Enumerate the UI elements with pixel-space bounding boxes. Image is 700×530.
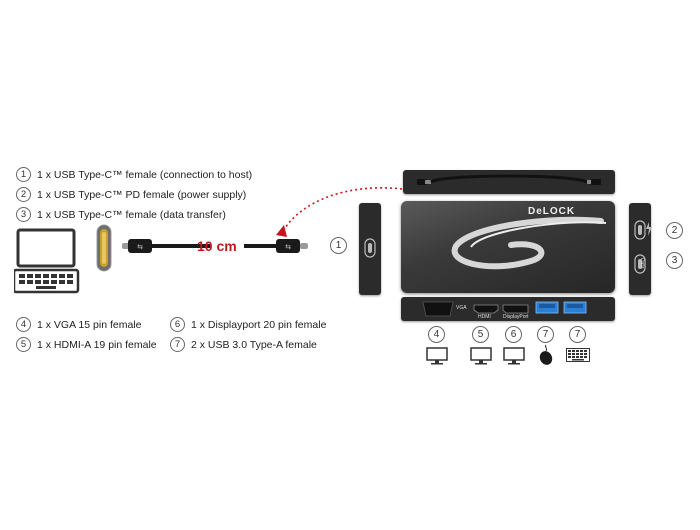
data-port-label: Data (639, 258, 645, 269)
legend-number: 7 (170, 337, 185, 352)
attached-cable (417, 174, 601, 185)
legend-text: 1 x USB Type-C™ female (connection to ho… (37, 168, 253, 181)
legend-number: 3 (16, 207, 31, 222)
legend-item-6: 6 1 x Displayport 20 pin female (170, 317, 326, 332)
callout-hdmi: 5 (472, 326, 489, 343)
monitor-icon (470, 347, 492, 365)
delock-swirl-logo (451, 216, 607, 270)
device-right-side (629, 203, 651, 295)
legend-text: 2 x USB 3.0 Type-A female (191, 338, 317, 351)
legend-item-2: 2 1 x USB Type-C™ PD female (power suppl… (16, 187, 246, 202)
monitor-icon (426, 347, 448, 365)
callout-host: 1 (330, 237, 347, 254)
monitor-icon (503, 347, 525, 365)
legend-text: 1 x HDMI-A 19 pin female (37, 338, 157, 351)
callout-data: 3 (666, 252, 683, 269)
legend-number: 5 (16, 337, 31, 352)
dotted-arrow (276, 187, 403, 237)
vga-label: VGA (456, 305, 467, 311)
cable-length-label: 10 cm (197, 238, 237, 254)
brand-logo: DeLOCK (528, 206, 576, 217)
legend-text: 1 x USB Type-C™ female (data transfer) (37, 208, 226, 221)
laptop-icon (14, 228, 80, 294)
legend-text: 1 x Displayport 20 pin female (191, 318, 327, 331)
displayport-label: DisplayPort (503, 314, 529, 320)
usb-c-port-data-icon (634, 254, 646, 274)
power-delivery-icon (646, 222, 652, 236)
usb-c-cable: ⇆ ⇆ (122, 239, 308, 253)
usb-c-port-pd-icon (634, 220, 646, 240)
hdmi-label: HDMI (478, 314, 491, 320)
legend-item-7: 7 2 x USB 3.0 Type-A female (170, 337, 317, 352)
callout-dp: 6 (505, 326, 522, 343)
legend-number: 2 (16, 187, 31, 202)
legend-number: 6 (170, 317, 185, 332)
svg-text:⇆: ⇆ (137, 243, 143, 251)
device-face (401, 201, 615, 293)
legend-text: 1 x USB Type-C™ PD female (power supply) (37, 188, 247, 201)
usb-c-port-icon (96, 224, 112, 272)
mouse-icon (539, 344, 553, 365)
legend-item-3: 3 1 x USB Type-C™ female (data transfer) (16, 207, 226, 222)
legend-number: 1 (16, 167, 31, 182)
callout-pd: 2 (666, 222, 683, 239)
legend-item-4: 4 1 x VGA 15 pin female (16, 317, 141, 332)
svg-text:⇆: ⇆ (285, 243, 291, 251)
legend-text: 1 x VGA 15 pin female (37, 318, 142, 331)
callout-vga: 4 (428, 326, 445, 343)
keyboard-icon (566, 348, 590, 362)
legend-item-5: 5 1 x HDMI-A 19 pin female (16, 337, 157, 352)
legend-number: 4 (16, 317, 31, 332)
device-top-view (403, 170, 615, 194)
port-row (422, 301, 587, 317)
legend-item-1: 1 1 x USB Type-C™ female (connection to … (16, 167, 252, 182)
callout-usb-b: 7 (569, 326, 586, 343)
callout-usb-a: 7 (537, 326, 554, 343)
usb-c-port-host-icon (364, 238, 376, 258)
